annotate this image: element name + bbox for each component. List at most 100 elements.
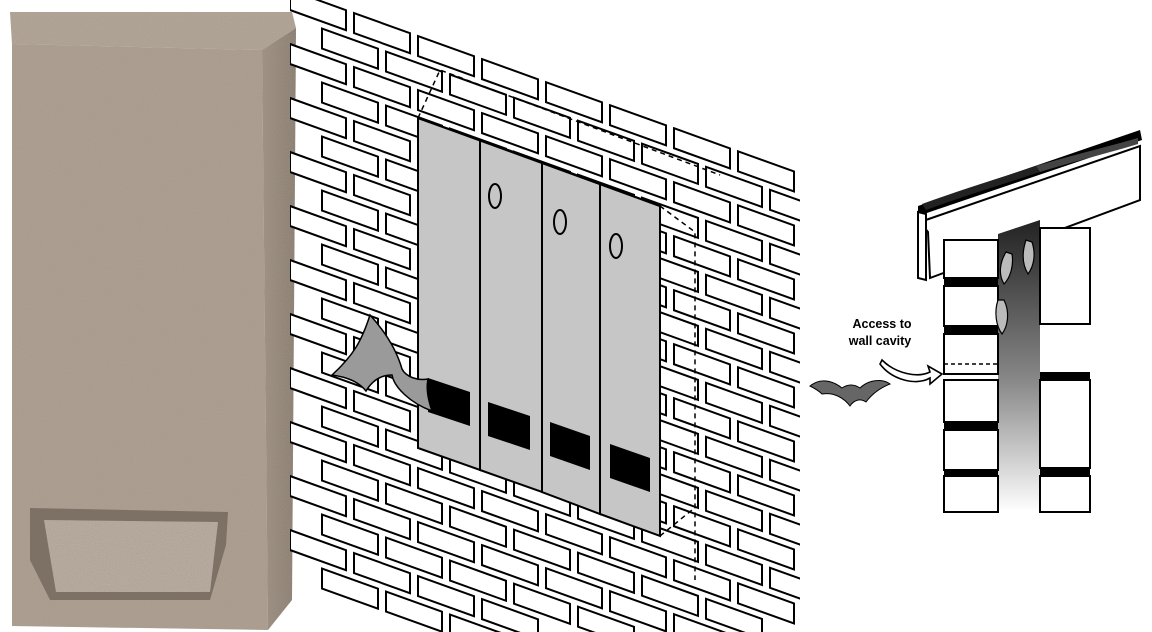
brick — [481, 543, 539, 587]
brick — [769, 458, 800, 492]
brick — [673, 612, 727, 632]
brick — [769, 566, 800, 600]
brick — [737, 527, 795, 571]
bat-icon — [330, 313, 434, 413]
brick — [321, 135, 379, 179]
brick — [385, 50, 443, 94]
brick — [290, 204, 347, 248]
brick — [705, 381, 763, 425]
brick — [321, 513, 379, 557]
brick — [449, 613, 502, 632]
brick — [673, 288, 731, 332]
brick — [737, 419, 795, 463]
outer-brick-leaf — [943, 239, 999, 513]
brick — [290, 96, 347, 140]
brick-wall-bat-box-diagram — [290, 0, 800, 632]
brick — [705, 543, 763, 587]
bat-box-entrances — [428, 378, 650, 492]
brick — [290, 366, 347, 410]
brick — [705, 489, 763, 533]
brick — [353, 389, 411, 433]
brick — [385, 536, 443, 580]
wall-cavity-cross-section: Access to wall cavity — [800, 0, 1152, 632]
brick-wall-illustration — [290, 0, 800, 632]
brick — [705, 435, 763, 479]
brick — [321, 567, 379, 611]
brick — [769, 350, 800, 384]
brick — [705, 219, 763, 263]
brick — [481, 597, 539, 632]
brick — [577, 551, 635, 595]
brick — [417, 88, 475, 132]
cavity-illustration: Access to wall cavity — [809, 130, 1142, 513]
brick — [353, 281, 411, 325]
brick — [769, 242, 800, 276]
brick — [737, 581, 795, 625]
brick — [769, 512, 800, 546]
brick — [673, 126, 731, 170]
brick — [353, 227, 411, 271]
brick — [737, 203, 795, 247]
brick — [290, 0, 347, 32]
brick — [545, 512, 603, 556]
brick — [417, 34, 475, 78]
brick — [513, 582, 571, 626]
brick — [705, 327, 763, 371]
brick — [673, 450, 731, 494]
inner-brick-leaf — [1039, 227, 1091, 513]
brick — [353, 497, 411, 541]
annotation-line-2: wall cavity — [848, 334, 912, 348]
brick — [737, 311, 795, 355]
brick — [673, 234, 731, 278]
brick — [321, 405, 379, 449]
brick — [769, 188, 800, 222]
brick — [353, 65, 411, 109]
brick — [609, 103, 667, 147]
brick — [321, 459, 379, 503]
brick — [290, 150, 347, 194]
brick — [545, 134, 603, 178]
brick — [353, 11, 411, 55]
brick — [673, 180, 731, 224]
brick — [353, 173, 411, 217]
brick — [609, 157, 667, 201]
brick — [705, 273, 763, 317]
dashed-guides — [417, 69, 721, 580]
brick — [321, 243, 379, 287]
bat-icon — [809, 380, 892, 407]
brick — [737, 149, 795, 193]
brick — [290, 420, 347, 464]
brick — [737, 257, 795, 301]
vent-holes — [488, 183, 623, 259]
brick — [417, 466, 475, 510]
brick — [385, 482, 443, 526]
brick — [353, 551, 411, 595]
brick — [449, 559, 507, 603]
wall-cavity — [998, 220, 1040, 512]
stone-bat-box-illustration — [10, 12, 296, 630]
brick — [769, 296, 800, 330]
brick — [737, 365, 795, 409]
brick — [769, 404, 800, 438]
brick — [705, 165, 763, 209]
stone-bat-box-photo — [0, 0, 300, 632]
brick — [673, 342, 731, 386]
brick — [481, 489, 539, 533]
brick — [705, 597, 763, 632]
brick — [481, 57, 539, 101]
brick — [609, 589, 667, 632]
brick — [290, 528, 347, 572]
arrow-icon — [879, 358, 944, 386]
brick — [545, 566, 603, 610]
brick — [577, 605, 635, 632]
brick — [641, 574, 699, 618]
brick — [673, 396, 731, 440]
brick — [353, 443, 411, 487]
annotation-line-1: Access to — [852, 317, 911, 331]
brick — [481, 111, 539, 155]
brick — [290, 258, 347, 302]
brick — [290, 474, 347, 518]
brick — [290, 312, 347, 356]
brick — [417, 574, 475, 618]
brick — [290, 42, 347, 86]
